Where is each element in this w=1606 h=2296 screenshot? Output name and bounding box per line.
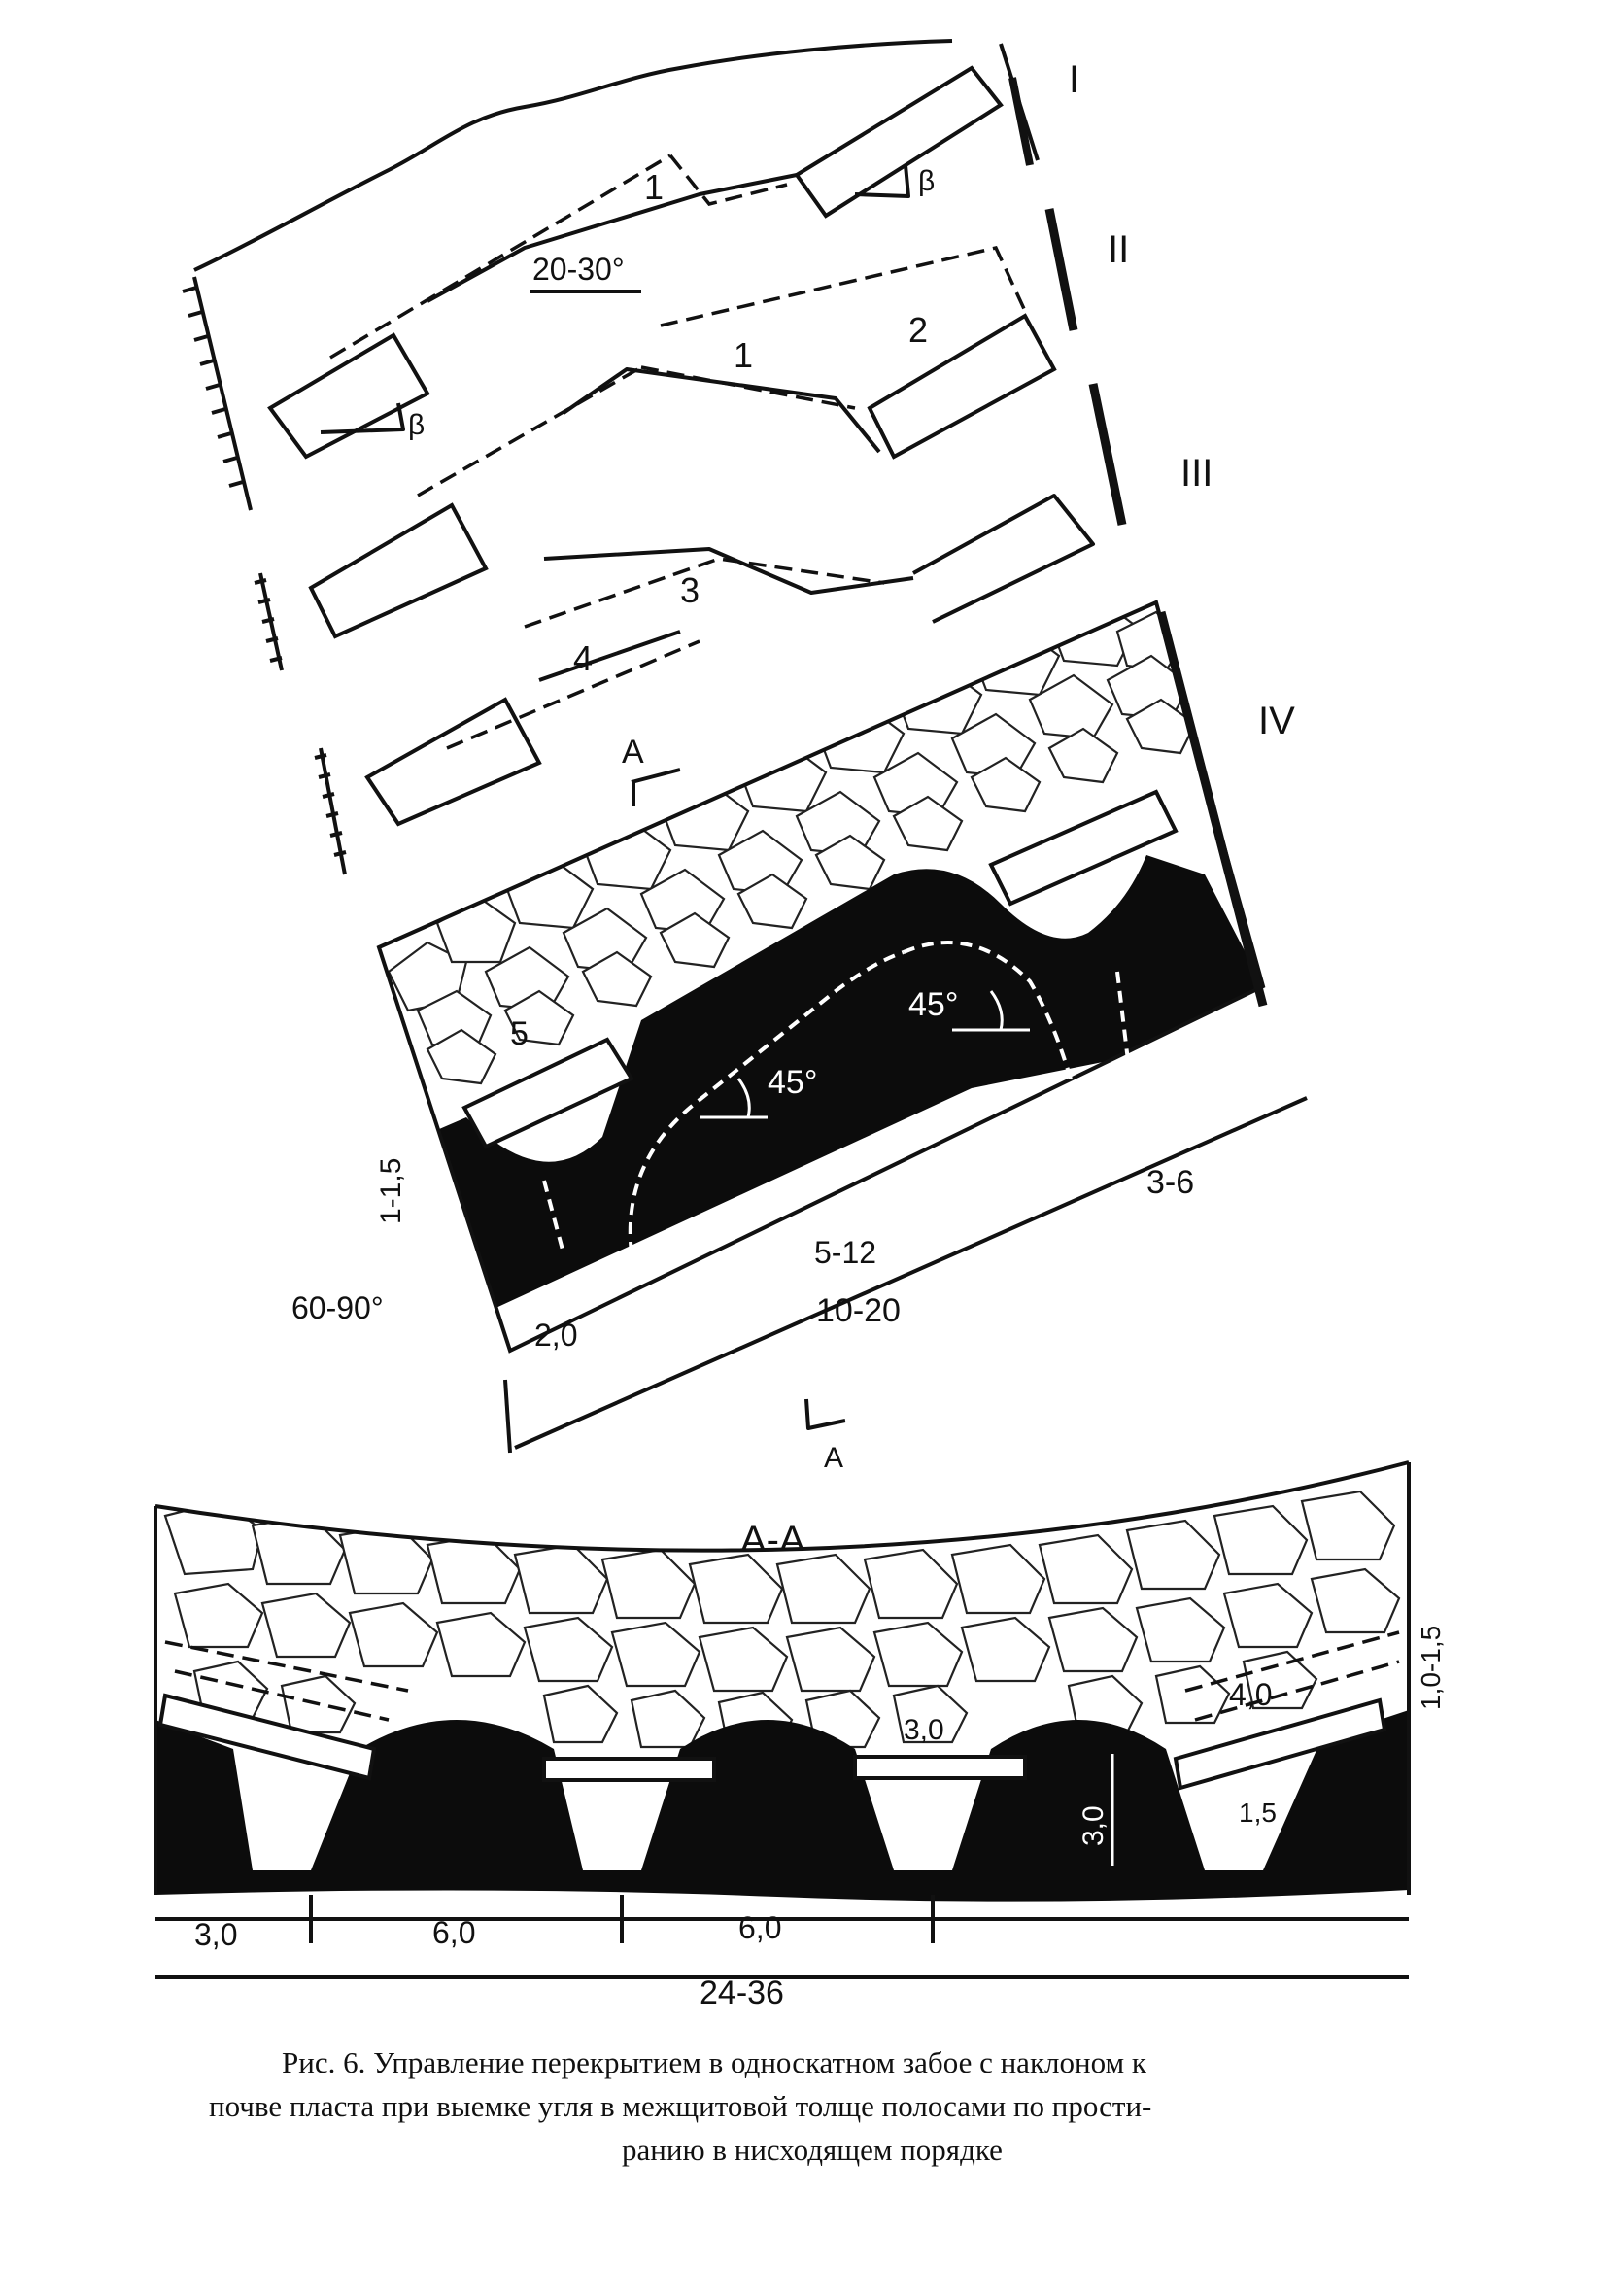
stage-ii-label: II bbox=[1108, 228, 1129, 271]
strip-5-number: 5 bbox=[510, 1015, 529, 1052]
strip-2-number: 2 bbox=[908, 310, 928, 350]
face-line bbox=[543, 547, 914, 595]
shield-slab bbox=[157, 1693, 377, 1781]
shield-slab bbox=[461, 1037, 634, 1149]
stage-ii-diagram: II 1 2 bbox=[417, 208, 1129, 497]
dim-1-5: 1,5 bbox=[1239, 1798, 1277, 1828]
stage-i-diagram: I 1 20-30° β β bbox=[182, 39, 1079, 511]
shield-slab bbox=[988, 789, 1179, 907]
strip-1-outline bbox=[668, 154, 788, 206]
dim-24-36: 24-36 bbox=[700, 1974, 784, 2011]
dim-3-6: 3-6 bbox=[1146, 1164, 1194, 1201]
right-wall-hatch bbox=[1156, 610, 1268, 1008]
stage-i-label: I bbox=[1069, 58, 1079, 101]
angle-45-label: 45° bbox=[768, 1064, 817, 1101]
caption-line-3: ранию в нисходящем порядке bbox=[622, 2133, 1003, 2167]
stage-ii-dash bbox=[417, 365, 642, 497]
beta-angle-mark bbox=[854, 164, 910, 198]
left-wall-line bbox=[192, 276, 253, 511]
left-wall-hatch bbox=[254, 578, 283, 663]
left-wall-line bbox=[319, 747, 347, 875]
right-wall-hatch bbox=[1088, 383, 1127, 526]
shield-slab bbox=[867, 313, 1057, 460]
dim-5-12: 5-12 bbox=[814, 1235, 876, 1270]
roof-contour-line bbox=[193, 39, 953, 272]
figure-caption: Рис. 6. Управление перекрытием в односка… bbox=[209, 2045, 1151, 2167]
dim-2-0: 2,0 bbox=[534, 1318, 577, 1353]
slope-angle-label: 20-30° bbox=[532, 252, 625, 287]
block-outline bbox=[376, 600, 1266, 1354]
section-a-a: А-А bbox=[154, 1460, 1446, 2011]
left-wall-hatch bbox=[314, 753, 347, 857]
dim-1-1-5: 1-1,5 bbox=[375, 1158, 407, 1224]
right-wall-hatch bbox=[1044, 208, 1078, 331]
dim-1-0-1-5: 1,0-1,5 bbox=[1416, 1626, 1446, 1710]
dim-3-0-bottom: 3,0 bbox=[194, 1917, 237, 1952]
stage-iv-block: 45° 45° 5 3-6 5-12 2,0 10-20 60-90° 1-1,… bbox=[291, 600, 1308, 1474]
stage-iii-label: III bbox=[1180, 452, 1213, 495]
shield-slab bbox=[853, 1755, 1027, 1780]
dim-3-0-top: 3,0 bbox=[904, 1714, 944, 1746]
angle-45-label: 45° bbox=[908, 986, 958, 1023]
left-wall-line bbox=[258, 572, 284, 671]
dim-6-0: 6,0 bbox=[432, 1915, 475, 1950]
face-line bbox=[562, 367, 881, 454]
strip-3-number: 3 bbox=[680, 570, 700, 610]
section-arrow bbox=[631, 768, 681, 806]
strip-boundary bbox=[628, 950, 905, 1254]
strip-4-number: 4 bbox=[573, 638, 593, 678]
dim-6-0: 6,0 bbox=[738, 1910, 781, 1945]
shield-slab bbox=[267, 332, 430, 460]
caption-line-2: почве пласта при выемке угля в межщитово… bbox=[209, 2089, 1151, 2123]
shield-slab bbox=[1173, 1697, 1387, 1791]
dim-60-90: 60-90° bbox=[291, 1290, 384, 1325]
strip-1-number: 1 bbox=[644, 167, 664, 207]
stage-iv-diagram: 4 А IV bbox=[314, 630, 1295, 875]
shield-slab bbox=[308, 502, 489, 639]
strip-4-outline bbox=[446, 639, 700, 750]
stage-iii-diagram: III 3 bbox=[254, 383, 1213, 671]
dim-line bbox=[514, 1096, 1308, 1450]
angle-arc bbox=[736, 1078, 751, 1118]
shield-slab bbox=[794, 65, 1004, 219]
coal-seam bbox=[398, 855, 1263, 1351]
floor-strip bbox=[155, 1870, 1409, 1885]
shield-offset-dash bbox=[1184, 1630, 1400, 1722]
beta-label: β bbox=[918, 165, 935, 197]
section-arrow bbox=[804, 1398, 846, 1430]
section-mark-a: А bbox=[622, 734, 644, 771]
shield-offset-dash bbox=[164, 1640, 409, 1722]
shield-slab bbox=[364, 697, 542, 827]
floor-below bbox=[155, 1890, 1409, 1934]
face-line bbox=[427, 173, 798, 303]
stage-i-dash bbox=[329, 154, 671, 360]
strip-2-outline bbox=[660, 245, 1027, 327]
strip-boundary bbox=[1115, 971, 1134, 1094]
strip-boundary bbox=[903, 941, 1080, 1109]
dim-tick bbox=[503, 1379, 512, 1454]
strip-boundary bbox=[542, 1180, 565, 1254]
shield-slab-partial bbox=[912, 494, 1095, 624]
roof-contour-line bbox=[154, 1460, 1410, 1553]
caption-line-1: Рис. 6. Управление перекрытием в односка… bbox=[282, 2045, 1147, 2079]
stage-iv-label: IV bbox=[1258, 700, 1295, 742]
strip-3-outline bbox=[524, 557, 885, 629]
face-line bbox=[538, 630, 681, 682]
dim-10-20: 10-20 bbox=[816, 1292, 901, 1329]
section-mark-a: А bbox=[824, 1442, 843, 1474]
angle-arc bbox=[989, 990, 1004, 1031]
right-wall-hatch bbox=[1008, 77, 1034, 166]
beta-label: β bbox=[408, 409, 425, 441]
shield-slab bbox=[542, 1757, 716, 1782]
left-wall-hatch bbox=[182, 286, 244, 488]
dim-3-0-vertical: 3,0 bbox=[1077, 1805, 1110, 1846]
strip-1-number: 1 bbox=[734, 335, 753, 375]
dim-4-0: 4,0 bbox=[1229, 1677, 1272, 1712]
beta-angle-mark bbox=[320, 402, 405, 434]
